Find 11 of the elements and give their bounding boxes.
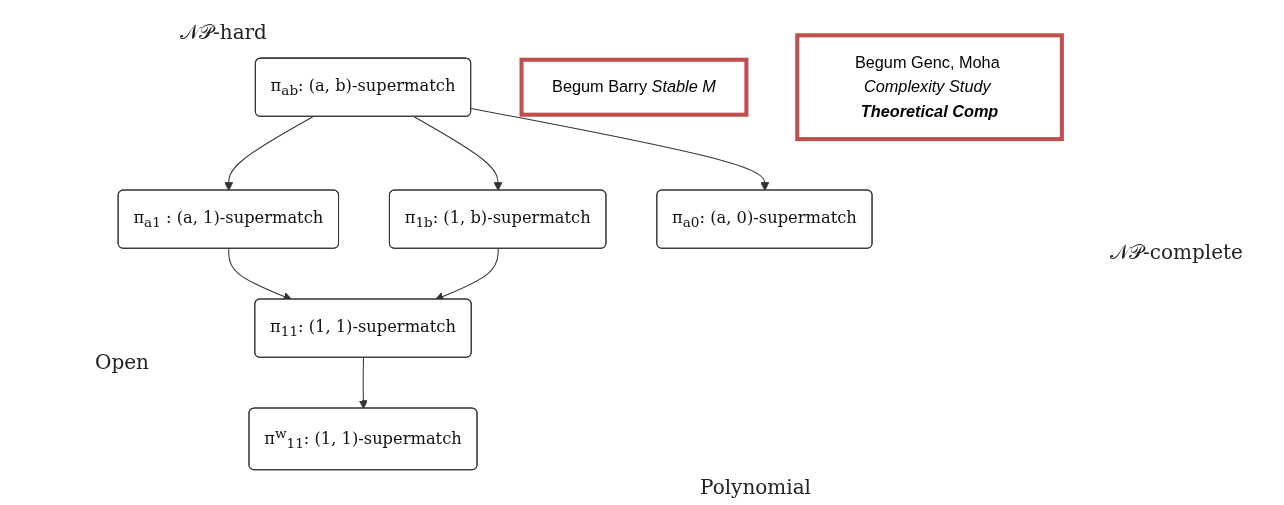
region-label: 𝒩𝒫-complete (1110, 240, 1243, 264)
arrow (224, 116, 314, 191)
arrow (413, 116, 503, 191)
node-box (519, 57, 749, 117)
arrow (470, 107, 770, 191)
arrow (358, 357, 368, 410)
arrow (228, 248, 293, 301)
node-box (795, 33, 1064, 142)
region-label: Open (95, 350, 149, 374)
region-label: Polynomial (700, 475, 811, 499)
region-label: 𝒩𝒫-hard (180, 20, 267, 44)
